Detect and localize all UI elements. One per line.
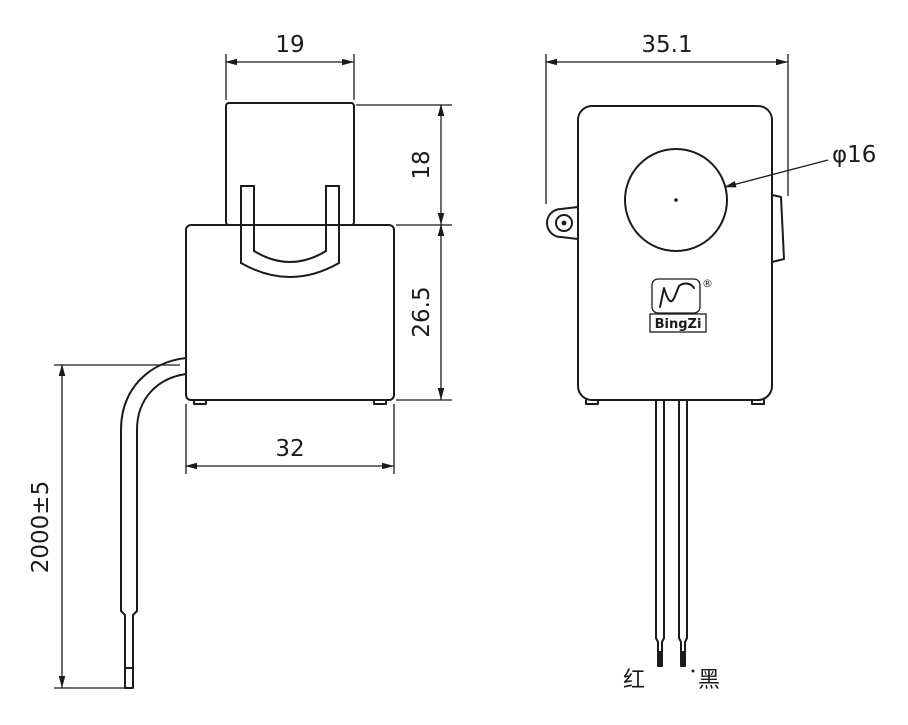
side-core-jaw xyxy=(240,185,340,278)
output-wires xyxy=(655,399,688,667)
front-body xyxy=(577,105,773,401)
logo-registered-icon: ® xyxy=(702,277,713,290)
aperture-center-dot xyxy=(674,198,678,202)
label-separator-dot xyxy=(691,669,695,673)
logo-name-box xyxy=(649,313,707,333)
brand-logo: ® BingZi xyxy=(649,277,713,333)
dim-body-width: 32 xyxy=(275,436,304,462)
wire-label-black: 黑 xyxy=(698,668,720,693)
front-foot-left xyxy=(585,399,599,405)
dim-body-height: 26.5 xyxy=(409,286,435,337)
front-view-dimensions: 35.1 φ16 xyxy=(545,32,876,204)
logo-brand-name: BingZi xyxy=(655,317,702,332)
side-view-dimensions: 19 18 26.5 32 2000±5 xyxy=(28,32,452,689)
dim-top-width: 19 xyxy=(275,32,304,58)
front-hinge xyxy=(546,206,579,240)
front-foot-right xyxy=(751,399,765,405)
side-top-clip xyxy=(225,102,355,226)
dim-aperture-diameter: φ16 xyxy=(832,142,876,168)
dim-overall-width: 35.1 xyxy=(641,32,692,58)
logo-mark-swoosh xyxy=(659,282,695,308)
aperture-circle xyxy=(624,148,728,252)
side-body xyxy=(185,224,395,401)
side-view xyxy=(120,102,395,689)
front-latch xyxy=(771,194,785,263)
side-foot-right xyxy=(373,399,387,405)
logo-mark-box xyxy=(651,278,701,314)
side-foot-left xyxy=(193,399,207,405)
dim-cable-length: 2000±5 xyxy=(28,481,54,573)
front-view: ® BingZi 红 黑 xyxy=(546,105,785,693)
wire-label-red: 红 xyxy=(623,668,645,693)
dim-top-height: 18 xyxy=(409,150,435,179)
side-cable xyxy=(120,357,187,689)
